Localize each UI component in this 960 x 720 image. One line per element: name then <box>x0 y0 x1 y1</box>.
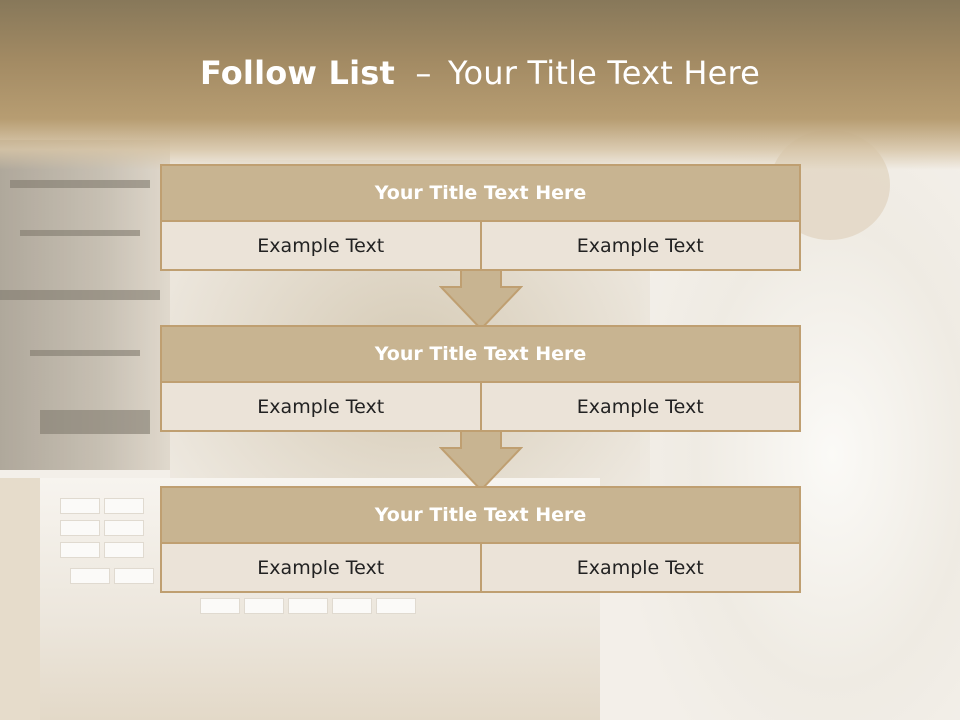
block-title: Your Title Text Here <box>162 166 799 222</box>
list-block-3: Your Title Text Here Example Text Exampl… <box>160 486 801 593</box>
down-arrow-icon <box>439 269 523 331</box>
slide-title-rest: Your Title Text Here <box>448 54 761 92</box>
block-cell-left: Example Text <box>162 222 480 269</box>
block-cell-right: Example Text <box>479 383 799 430</box>
list-block-2: Your Title Text Here Example Text Exampl… <box>160 325 801 432</box>
slide-title-dash: – <box>415 54 432 92</box>
block-cell-right: Example Text <box>479 222 799 269</box>
slide-title-bold: Follow List <box>199 54 396 92</box>
block-cell-right: Example Text <box>479 544 799 591</box>
list-block-1: Your Title Text Here Example Text Exampl… <box>160 164 801 271</box>
block-cell-left: Example Text <box>162 383 480 430</box>
machine-area <box>0 140 170 470</box>
block-cell-left: Example Text <box>162 544 480 591</box>
down-arrow-icon <box>439 430 523 492</box>
slide-title: Follow List – Your Title Text Here <box>0 54 960 92</box>
block-title: Your Title Text Here <box>162 327 799 383</box>
block-title: Your Title Text Here <box>162 488 799 544</box>
